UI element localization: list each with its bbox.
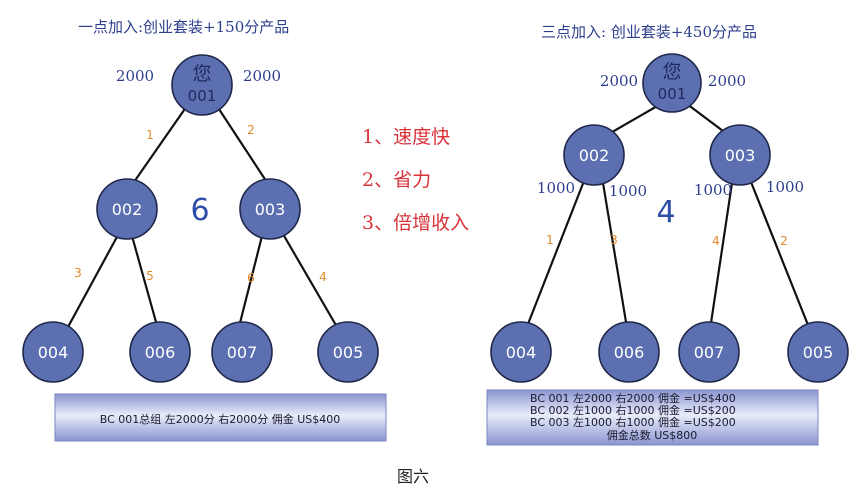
left-edge-label-5: 5 (146, 269, 154, 283)
right-amount-003-left: 1000 (694, 181, 732, 199)
right-title: 三点加入: 创业套装+450分产品 (541, 23, 757, 41)
left-node-001-id: 001 (188, 87, 217, 105)
right-amount-003-right: 1000 (766, 178, 804, 196)
left-edge-002-004 (67, 234, 119, 328)
right-node-003-label: 003 (725, 146, 756, 165)
left-panel: 一点加入:创业套装+150分产品 1 2 3 5 6 4 2000 2000 您… (22, 18, 387, 442)
right-edge-002-004 (526, 180, 586, 325)
left-node-001-you: 您 (192, 63, 211, 85)
right-banner-row-4: 佣金总数 US$800 (607, 428, 698, 442)
right-edge-001-003 (686, 103, 728, 135)
left-node-001: 您 001 (171, 54, 233, 116)
left-edge-label-6: 6 (247, 271, 255, 285)
right-node-001-you: 您 (662, 61, 681, 83)
right-node-006-label: 006 (614, 343, 645, 362)
right-amount-top-left: 2000 (600, 72, 638, 90)
left-node-007-label: 007 (227, 343, 258, 362)
left-node-006-label: 006 (145, 343, 176, 362)
advantage-1: 1、速度快 (362, 126, 450, 148)
left-node-005-label: 005 (333, 343, 364, 362)
left-node-007: 007 (211, 321, 273, 383)
right-edge-label-3: 3 (610, 233, 618, 247)
right-banner-row-1: BC 001 左2000 右2000 佣金 =US$400 (530, 391, 736, 405)
left-edge-003-007 (238, 235, 264, 324)
right-node-004: 004 (490, 321, 552, 383)
left-total: 6 (190, 193, 209, 228)
left-node-005: 005 (317, 321, 379, 383)
left-node-003: 003 (239, 178, 301, 240)
right-edge-001-002 (606, 104, 660, 136)
right-node-004-label: 004 (506, 343, 537, 362)
left-edge-001-002 (126, 102, 190, 193)
left-node-004: 004 (22, 321, 84, 383)
right-node-001: 您 001 (642, 53, 702, 113)
advantage-2: 2、省力 (362, 169, 431, 191)
right-node-005: 005 (787, 321, 849, 383)
right-node-002: 002 (563, 124, 625, 186)
left-node-002: 002 (96, 178, 158, 240)
figure-caption: 图六 (397, 467, 429, 486)
right-edge-label-2: 2 (780, 234, 788, 248)
left-amount-right: 2000 (243, 67, 281, 85)
right-edge-003-005 (749, 181, 810, 326)
right-banner-row-2: BC 002 左1000 右1000 佣金 =US$200 (530, 403, 736, 417)
right-edge-003-007 (709, 182, 734, 324)
advantage-3: 3、倍增收入 (362, 212, 469, 234)
right-total: 4 (656, 195, 675, 230)
right-node-006: 006 (598, 321, 660, 383)
right-banner (486, 389, 819, 446)
left-edge-002-006 (130, 235, 158, 323)
left-node-003-label: 003 (255, 200, 286, 219)
left-edge-label-3: 3 (74, 266, 82, 280)
left-amount-left: 2000 (116, 67, 154, 85)
right-node-001-id: 001 (658, 85, 687, 103)
advantages-list: 1、速度快 2、省力 3、倍增收入 (362, 126, 469, 234)
right-amount-002-left: 1000 (537, 179, 575, 197)
right-node-003: 003 (709, 124, 771, 186)
left-banner-text: BC 001总组 左2000分 右2000分 佣金 US$400 (100, 412, 341, 426)
left-banner (54, 393, 387, 442)
right-node-007-label: 007 (694, 343, 725, 362)
right-amount-002-right: 1000 (609, 182, 647, 200)
right-node-002-label: 002 (579, 146, 610, 165)
right-edge-label-4: 4 (712, 234, 720, 248)
left-edge-label-4: 4 (319, 270, 327, 284)
right-panel: 三点加入: 创业套装+450分产品 1 3 4 2 2000 2000 1000… (486, 23, 849, 446)
right-edge-002-006 (601, 182, 628, 323)
right-node-007: 007 (678, 321, 740, 383)
left-title: 一点加入:创业套装+150分产品 (78, 18, 289, 36)
right-banner-row-3: BC 003 左1000 右1000 佣金 =US$200 (530, 415, 736, 429)
left-edge-label-1: 1 (146, 128, 154, 142)
left-node-006: 006 (129, 321, 191, 383)
left-edge-label-2: 2 (247, 123, 255, 137)
left-edge-003-005 (282, 233, 338, 328)
left-node-002-label: 002 (112, 200, 143, 219)
right-amount-top-right: 2000 (708, 72, 746, 90)
right-edge-label-1: 1 (546, 233, 554, 247)
right-node-005-label: 005 (803, 343, 834, 362)
left-node-004-label: 004 (38, 343, 69, 362)
left-edge-001-003 (214, 102, 273, 191)
